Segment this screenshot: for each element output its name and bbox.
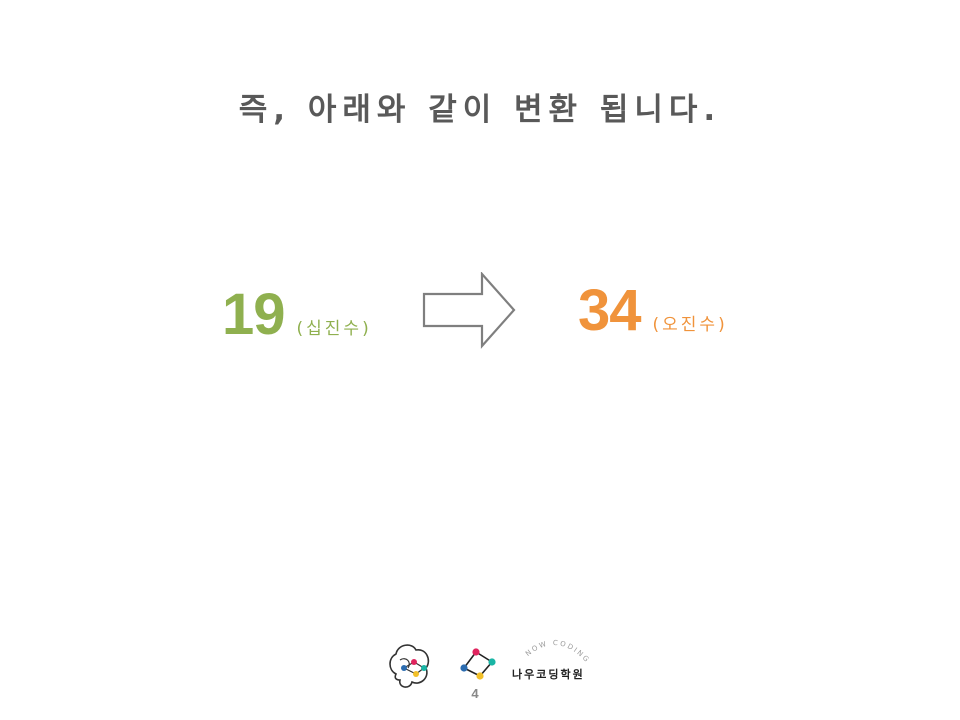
decimal-value-group: 19 (십진수) bbox=[222, 280, 372, 350]
decimal-label: (십진수) bbox=[296, 319, 372, 339]
academy-logo-text: NOW CODING 나우코딩학원 bbox=[510, 632, 600, 682]
arc-text: NOW CODING bbox=[524, 639, 590, 665]
svg-text:NOW CODING: NOW CODING bbox=[524, 639, 592, 665]
conversion-row: 19 (십진수) 34 (오진수) bbox=[0, 272, 960, 350]
right-arrow-outline-icon bbox=[422, 272, 516, 349]
now-coding-mark-icon bbox=[460, 648, 496, 680]
decimal-number: 19 bbox=[222, 282, 286, 347]
quinary-value-group: 34 (오진수) bbox=[578, 276, 728, 346]
logo-arc-text: NOW CODING bbox=[524, 639, 592, 665]
quinary-label: (오진수) bbox=[652, 315, 728, 335]
footer: NOW CODING 나우코딩학원 4 bbox=[0, 632, 960, 712]
slide-title: 즉, 아래와 같이 변환 됩니다. bbox=[238, 92, 722, 128]
academy-name: 나우코딩학원 bbox=[512, 668, 585, 681]
brain-logo-icon bbox=[389, 644, 430, 688]
quinary-number: 34 bbox=[578, 278, 642, 343]
page-number: 4 bbox=[471, 686, 479, 701]
